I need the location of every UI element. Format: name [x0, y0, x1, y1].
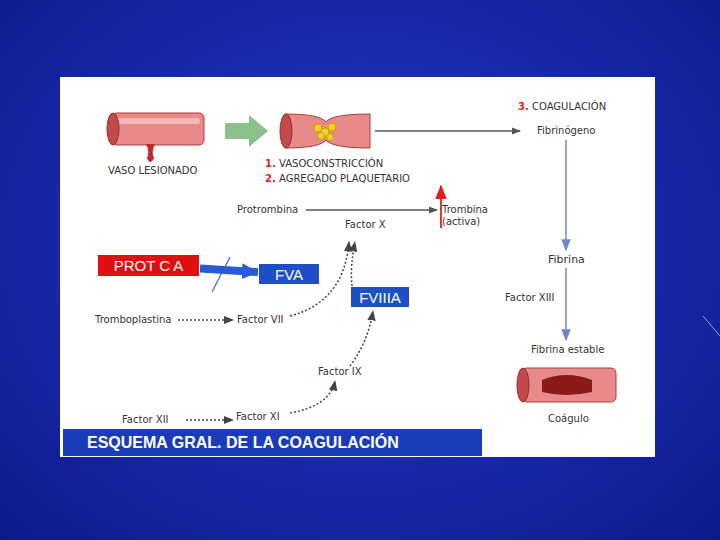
pathway-label: Protrombina — [237, 204, 298, 216]
pathway-label: COAGULACIÓN — [532, 101, 606, 113]
vessel-opening — [107, 113, 119, 145]
pathway-label: Coágulo — [548, 413, 589, 425]
platelet — [327, 134, 334, 141]
injured-vessel — [107, 113, 204, 162]
cascade-arrow — [351, 242, 355, 286]
pathway-label: Factor XII — [122, 414, 169, 426]
pathway-label: VASO LESIONADO — [108, 165, 197, 177]
pathway-label: 2. — [265, 173, 276, 185]
vessel-body — [522, 368, 616, 402]
clot-vessel — [517, 368, 616, 402]
clot — [542, 375, 592, 395]
pathway-label: Trombina (activa) — [442, 204, 496, 228]
feedback-arrow — [440, 186, 442, 228]
green-arrow — [225, 115, 268, 147]
title-box: ESQUEMA GRAL. DE LA COAGULACIÓN — [62, 428, 483, 457]
pathway-label: 3. — [518, 101, 529, 113]
pathway-label: Tromboplastina — [95, 314, 171, 326]
factor-box: PROT C A — [97, 254, 200, 277]
pathway-label: Factor X — [345, 219, 386, 231]
factor-box: FVA — [258, 263, 320, 285]
pathway-arrow — [565, 268, 567, 340]
vessel-highlight — [116, 118, 200, 124]
factor-name: PROT C A — [114, 257, 184, 274]
constricted-vessel — [280, 114, 370, 148]
pathway-label: VASOCONSTRICCIÓN — [279, 158, 383, 170]
pathway-arrow — [565, 140, 567, 250]
pathway-label: Fibrinógeno — [537, 125, 595, 137]
factor-name: FVA — [275, 266, 303, 283]
vessel-body — [285, 114, 370, 148]
inhibition-arrow — [200, 269, 258, 273]
pathway-label: Factor XI — [236, 411, 280, 423]
cascade-arrow — [290, 381, 335, 413]
stray-line — [703, 316, 720, 336]
pathway-arrow — [375, 130, 520, 131]
cascade-arrow — [186, 419, 233, 421]
factor-name: FVIIIA — [359, 289, 401, 306]
inhibition-slash — [212, 257, 230, 292]
blood-drop — [146, 144, 155, 162]
platelet — [318, 133, 325, 140]
vessel-body — [112, 113, 204, 145]
platelet — [328, 123, 336, 131]
pathway-label: Factor IX — [318, 366, 362, 378]
vessel-opening — [517, 368, 529, 402]
pathway-arrow — [306, 209, 437, 210]
diagram-title: ESQUEMA GRAL. DE LA COAGULACIÓN — [87, 434, 399, 452]
factor-box: FVIIIA — [350, 286, 410, 308]
pathway-label: 1. — [265, 158, 276, 170]
pathway-label: AGREGADO PLAQUETARIO — [279, 173, 410, 185]
pathway-label: Fibrina estable — [531, 344, 604, 356]
white-panel — [60, 77, 655, 457]
pathway-label: Factor XIII — [505, 292, 555, 304]
pathway-label: Factor VII — [237, 314, 284, 326]
pathway-label: Fibrina — [548, 254, 585, 266]
vessel-opening — [280, 114, 292, 148]
cascade-arrow — [178, 319, 233, 321]
cascade-arrow — [350, 311, 373, 366]
